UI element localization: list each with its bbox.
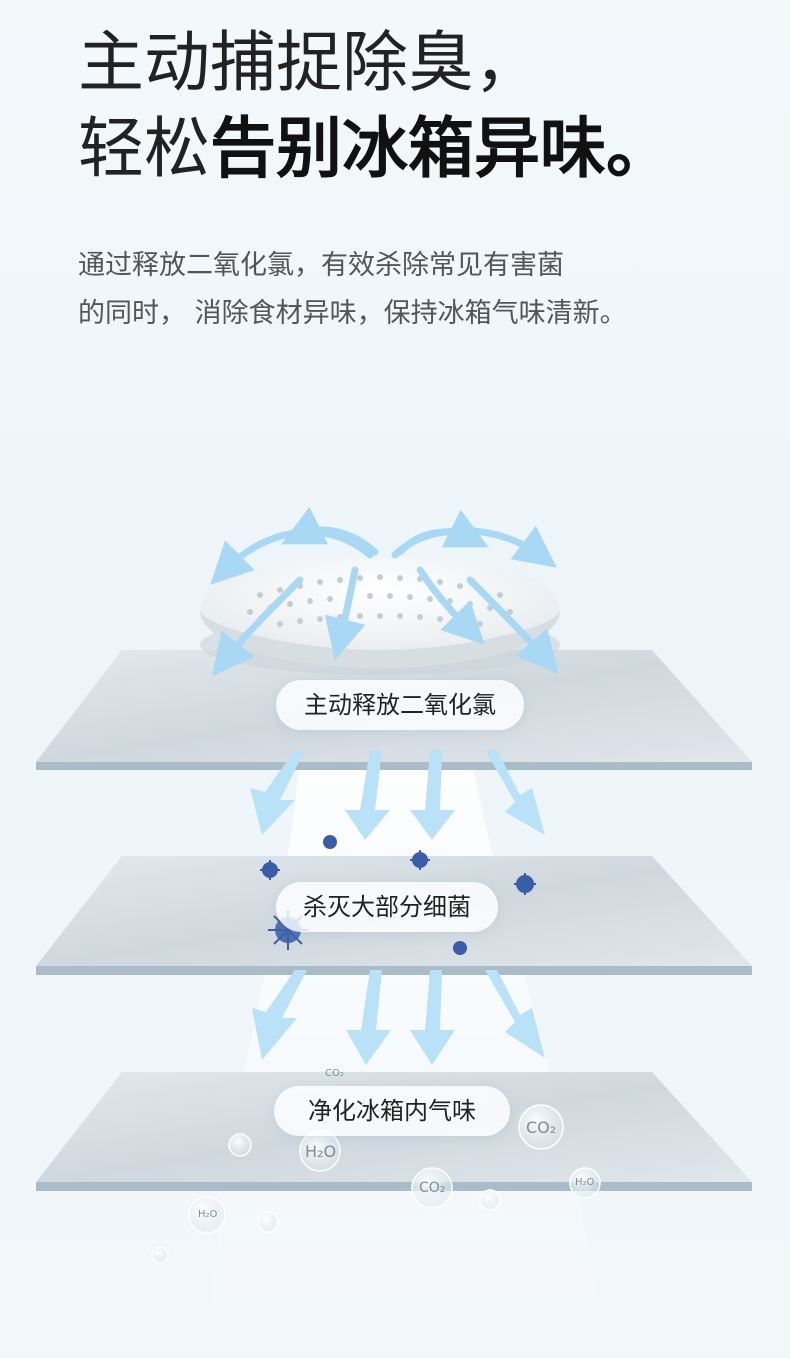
co2-bubble-icon: CO₂ [419, 1180, 446, 1196]
headline-line-1: 主动捕捉除臭， [78, 24, 540, 101]
headline-line-2-light: 轻松 [78, 110, 210, 187]
illustration: 主动释放二氧化氯 杀灭大部分细菌 净化冰箱内气味 CO₂ CO₂ CO₂ H₂O… [0, 500, 790, 1358]
layer-3-label: 净化冰箱内气味 [274, 1086, 510, 1136]
airflow-arrows-layer-2 [252, 970, 545, 1065]
airflow-arrows-layer-1 [250, 750, 545, 840]
h2o-bubble-icon: H₂O [575, 1177, 595, 1188]
description: 通过释放二氧化氯，有效杀除常见有害菌 的同时， 消除食材异味，保持冰箱气味清新。 [78, 242, 627, 338]
co2-bubble-icon: CO₂ [325, 1068, 344, 1079]
airflow-arrow-icon [210, 506, 559, 677]
description-line-2: 的同时， 消除食材异味，保持冰箱气味清新。 [78, 298, 627, 329]
h2o-bubble-icon: H₂O [198, 1209, 218, 1220]
layer-1-label: 主动释放二氧化氯 [276, 680, 524, 730]
headline-line-2: 轻松告别冰箱异味。 [78, 106, 672, 192]
co2-bubble-icon: CO₂ [526, 1118, 557, 1137]
description-line-1: 通过释放二氧化氯，有效杀除常见有害菌 [78, 250, 564, 281]
headline: 主动捕捉除臭， 轻松告别冰箱异味。 [78, 20, 672, 192]
h2o-bubble-icon: H₂O [305, 1142, 337, 1161]
bubbles [151, 1104, 601, 1264]
headline-line-2-bold: 告别冰箱异味。 [210, 110, 672, 187]
layer-2-label: 杀灭大部分细菌 [276, 882, 498, 932]
